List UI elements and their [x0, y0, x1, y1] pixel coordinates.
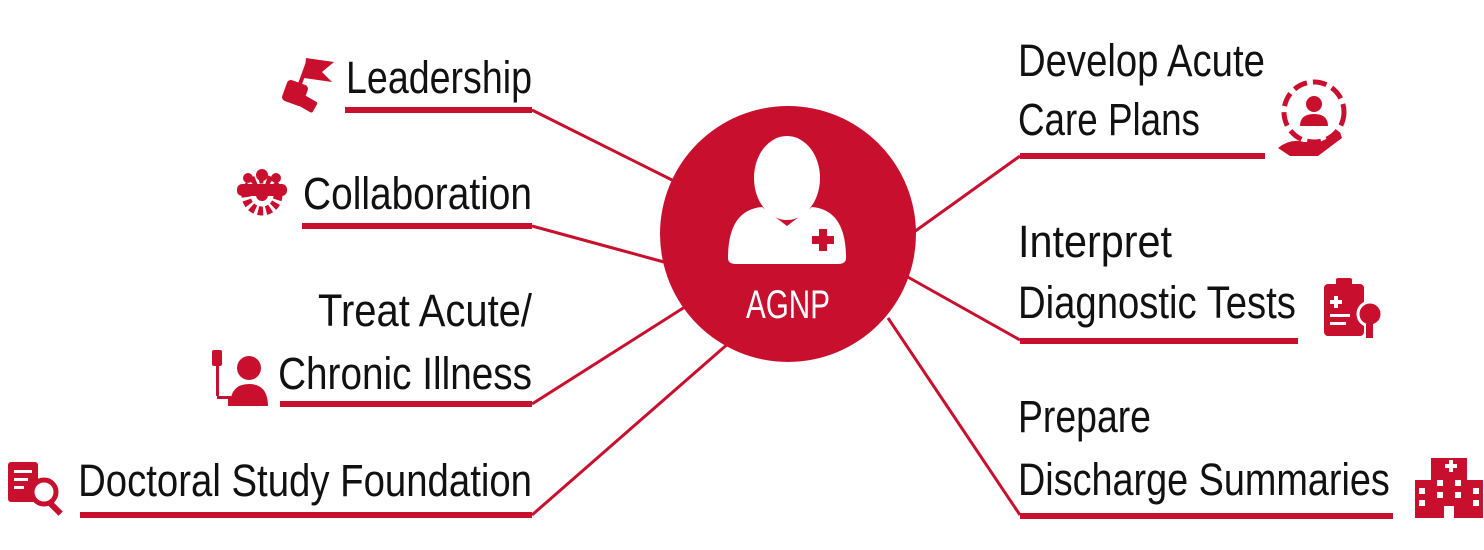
connectors: [531, 108, 1022, 517]
connector-treat: [531, 303, 689, 406]
center-node: AGNP: [660, 106, 916, 362]
care-hand-cycle-icon: [1278, 79, 1347, 156]
node-label-collaboration: Collaboration: [303, 168, 532, 218]
underline-interpret: [1020, 338, 1298, 344]
underline-treat: [280, 401, 532, 407]
hospital-icon: [1415, 458, 1483, 518]
underline-leadership: [345, 107, 532, 113]
document-search-icon: [8, 462, 63, 516]
node-label-prepare-line1: Prepare: [1018, 392, 1151, 442]
node-label-interpret-line2: Diagnostic Tests: [1018, 277, 1296, 328]
node-label-develop-line2: Care Plans: [1018, 94, 1200, 144]
center-label: AGNP: [746, 283, 830, 327]
underline-doctoral: [80, 512, 532, 518]
underlines: [80, 107, 1393, 519]
flag-hand-icon: [282, 58, 334, 113]
underline-prepare: [1020, 513, 1393, 519]
clipboard-magnifier-icon: [1324, 278, 1384, 338]
underline-develop: [1020, 153, 1265, 159]
connector-collaboration: [531, 224, 665, 264]
connector-interpret: [905, 274, 1021, 342]
team-gear-icon: [237, 169, 287, 216]
patient-iv-icon: [212, 350, 268, 406]
nurse-person-icon: [728, 136, 846, 264]
node-label-treat-line1: Treat Acute/: [318, 286, 532, 337]
connector-leadership: [531, 108, 673, 182]
node-label-interpret-line1: Interpret: [1018, 217, 1172, 267]
node-label-develop-line1: Develop Acute: [1018, 35, 1265, 86]
node-label-treat-line2: Chronic Illness: [278, 348, 532, 398]
node-label-leadership: Leadership: [346, 52, 532, 103]
connector-doctoral: [531, 340, 731, 517]
node-label-doctoral: Doctoral Study Foundation: [78, 455, 532, 506]
node-label-prepare-line2: Discharge Summaries: [1018, 454, 1390, 505]
connector-prepare: [886, 317, 1022, 516]
connector-develop: [913, 154, 1021, 234]
underline-collaboration: [302, 223, 532, 229]
